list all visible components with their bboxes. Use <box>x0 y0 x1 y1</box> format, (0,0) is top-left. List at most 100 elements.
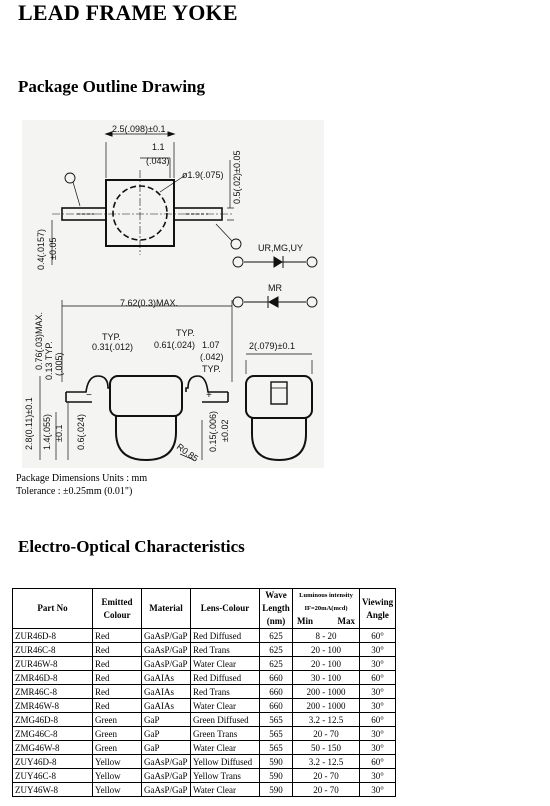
cell-lens-colour: Red Diffused <box>190 670 260 685</box>
cell-material: GaAIAs <box>141 684 191 699</box>
cell-luminous-intensity: 20 - 70 <box>292 726 360 741</box>
dim-015-tol: ±0.02 <box>220 420 230 442</box>
cell-luminous-intensity: 8 - 20 <box>292 628 360 643</box>
cell-material: GaAsP/GaP <box>141 754 191 769</box>
dim-031: 0.31(.012) <box>92 342 133 352</box>
dim-typ-1: TYP. <box>102 332 121 342</box>
cell-emitted-colour: Green <box>92 726 142 741</box>
diode-symbol-a <box>232 256 318 268</box>
cell-wave-length: 660 <box>259 684 293 699</box>
cell-viewing-angle: 60° <box>358 628 397 643</box>
col-lens: Lens-Colour <box>190 588 260 629</box>
cell-emitted-colour: Red <box>92 698 142 713</box>
cell-emitted-colour: Yellow <box>92 768 142 783</box>
dim-042: (.042) <box>200 352 224 362</box>
cell-viewing-angle: 30° <box>358 642 397 657</box>
cell-wave-length: 625 <box>259 642 293 657</box>
cell-luminous-intensity: 20 - 70 <box>292 768 360 783</box>
cell-lens-colour: Water Clear <box>190 698 260 713</box>
cell-viewing-angle: 60° <box>358 754 397 769</box>
cell-viewing-angle: 30° <box>358 768 397 783</box>
cell-luminous-intensity: 20 - 100 <box>292 642 360 657</box>
dim-28: 2.8(0.11)±0.1 <box>24 397 34 450</box>
cell-viewing-angle: 30° <box>358 698 397 713</box>
dim-14-tol: ±0.1 <box>54 425 64 442</box>
cell-material: GaAsP/GaP <box>141 656 191 671</box>
legend-b: MR <box>268 283 282 293</box>
side-view: − + <box>39 300 233 462</box>
dim-076: 0.76(.03)MAX. <box>34 312 44 370</box>
cell-part-no: ZUR46W-8 <box>12 656 93 671</box>
cell-lens-colour: Green Diffused <box>190 712 260 727</box>
cell-luminous-intensity: 200 - 1000 <box>292 698 360 713</box>
cell-lens-colour: Red Trans <box>190 684 260 699</box>
svg-text:+: + <box>206 390 212 401</box>
dim-typ-2: TYP. <box>176 328 195 338</box>
cell-wave-length: 590 <box>259 754 293 769</box>
cell-part-no: ZUY46W-8 <box>12 782 93 797</box>
cell-lens-colour: Water Clear <box>190 740 260 755</box>
cell-emitted-colour: Yellow <box>92 754 142 769</box>
cell-part-no: ZUR46C-8 <box>12 642 93 657</box>
cell-wave-length: 625 <box>259 656 293 671</box>
cell-wave-length: 565 <box>259 712 293 727</box>
cell-material: GaP <box>141 726 191 741</box>
dim-14: 1.4(.055) <box>42 414 52 450</box>
dim-061: 0.61(.024) <box>154 340 195 350</box>
cell-luminous-intensity: 50 - 150 <box>292 740 360 755</box>
cell-viewing-angle: 30° <box>358 656 397 671</box>
tolerance-line: Tolerance : ±0.25mm (0.01") <box>16 486 133 497</box>
cell-material: GaAIAs <box>141 670 191 685</box>
dim-left-vertical: 0.4(.0157) <box>36 229 46 270</box>
cell-lens-colour: Green Trans <box>190 726 260 741</box>
cell-material: GaP <box>141 740 191 755</box>
cell-lens-colour: Yellow Trans <box>190 768 260 783</box>
cell-luminous-intensity: 20 - 70 <box>292 782 360 797</box>
dim-1-1: 1.1 <box>152 142 165 152</box>
cell-material: GaAIAs <box>141 698 191 713</box>
cell-emitted-colour: Green <box>92 740 142 755</box>
units-line: Package Dimensions Units : mm <box>16 473 148 484</box>
package-outline-drawing: 2.5(.098)±0.1 1.1 (.043) ø1.9(.075) 0.5(… <box>22 120 324 468</box>
dimension-notes: Package Dimensions Units : mm Tolerance … <box>16 472 147 498</box>
cell-emitted-colour: Green <box>92 712 142 727</box>
cell-emitted-colour: Yellow <box>92 782 142 797</box>
cell-part-no: ZMG46C-8 <box>12 726 93 741</box>
cell-wave-length: 660 <box>259 670 293 685</box>
cell-part-no: ZMG46D-8 <box>12 712 93 727</box>
cell-part-no: ZMR46D-8 <box>12 670 93 685</box>
dim-043: (.043) <box>146 156 170 166</box>
cell-part-no: ZMR46C-8 <box>12 684 93 699</box>
package-outline-heading: Package Outline Drawing <box>18 77 205 96</box>
dim-107: 1.07 <box>202 340 220 350</box>
cell-wave-length: 590 <box>259 782 293 797</box>
cell-material: GaAsP/GaP <box>141 628 191 643</box>
cell-wave-length: 660 <box>259 698 293 713</box>
cell-viewing-angle: 30° <box>358 740 397 755</box>
cell-wave-length: 625 <box>259 628 293 643</box>
cell-luminous-intensity: 3.2 - 12.5 <box>292 754 360 769</box>
cell-lens-colour: Water Clear <box>190 782 260 797</box>
cell-wave-length: 590 <box>259 768 293 783</box>
page-title: LEAD FRAME YOKE <box>18 0 238 25</box>
col-part-no: Part No <box>12 588 93 629</box>
end-view <box>245 353 313 462</box>
cell-lens-colour: Red Trans <box>190 642 260 657</box>
cell-emitted-colour: Red <box>92 628 142 643</box>
cell-part-no: ZUR46D-8 <box>12 628 93 643</box>
cell-part-no: ZMG46W-8 <box>12 740 93 755</box>
cell-material: GaAsP/GaP <box>141 768 191 783</box>
cell-emitted-colour: Red <box>92 684 142 699</box>
cell-viewing-angle: 60° <box>358 670 397 685</box>
